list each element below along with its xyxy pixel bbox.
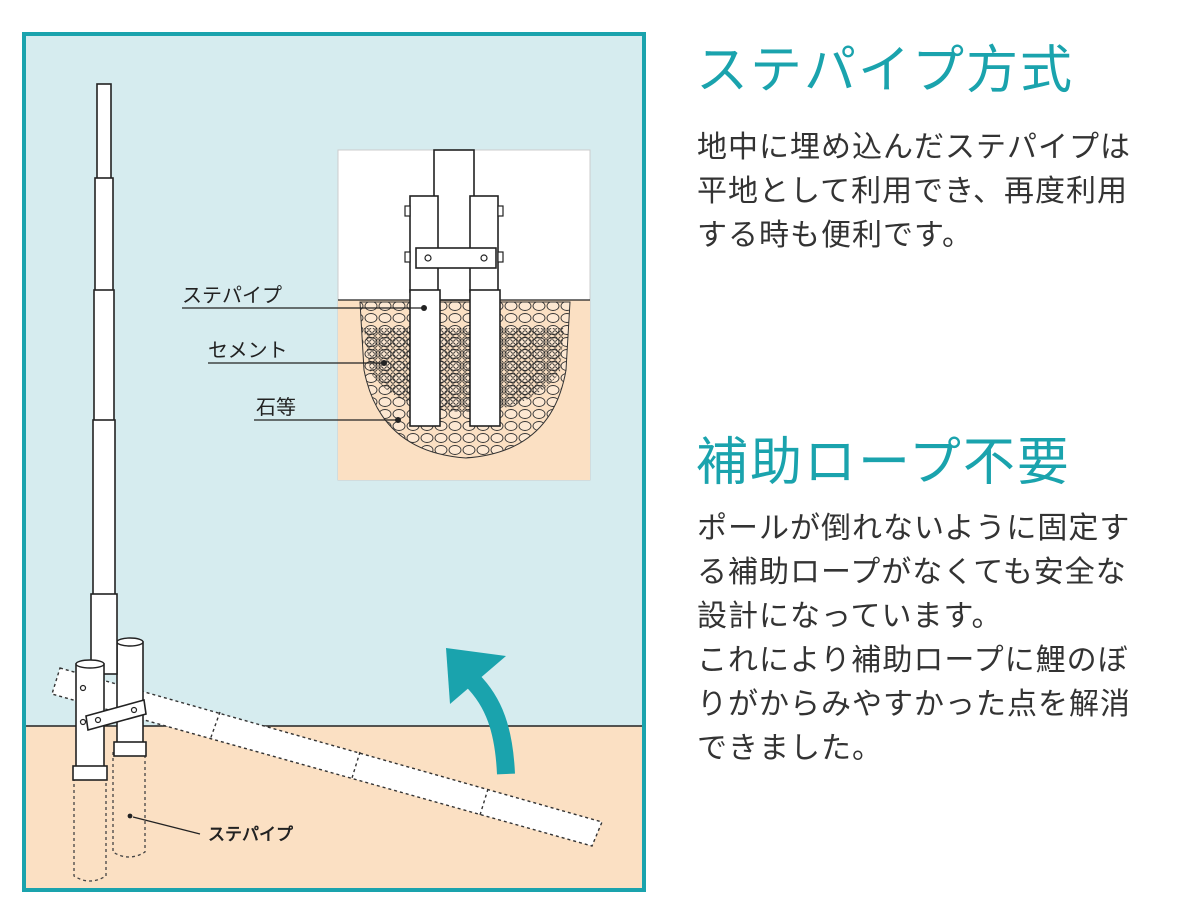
body-line: できました。: [697, 731, 883, 766]
body-line: りがからみやすかった点を解消: [697, 687, 1131, 722]
curved-up-arrow-icon: [446, 648, 515, 775]
ground-pipe-label: ステパイプ: [208, 824, 294, 845]
section-heading-no-rope: 補助ロープ不要: [696, 433, 1071, 493]
inset-cross-section: [337, 149, 591, 481]
label-stones: 石等: [256, 395, 296, 419]
telescopic-pole: [90, 83, 118, 675]
ground-callout: ステパイプ: [127, 813, 294, 845]
body-line: これにより補助ロープに鯉のぼ: [697, 643, 1129, 678]
label-cement: セメント: [208, 338, 288, 362]
body-line: ポールが倒れないように固定す: [697, 511, 1131, 546]
body-line: 平地として利用でき、再度利用: [697, 174, 1128, 209]
body-line: する時も便利です。: [697, 218, 973, 253]
body-line: 設計になっています。: [697, 599, 1003, 634]
inset-callouts: ステパイプ セメント 石等: [182, 283, 427, 423]
body-line: 地中に埋め込んだステパイプは: [697, 130, 1131, 165]
installation-diagram: ステパイプ ステパイプ セメント 石等: [22, 32, 646, 892]
buried-pipes: [73, 752, 146, 882]
body-line: る補助ロープがなくても安全な: [697, 555, 1127, 590]
label-stepipe: ステパイプ: [182, 283, 282, 307]
section-heading-stepipe-method: ステパイプ方式: [696, 41, 1075, 101]
folded-pole: [51, 667, 603, 847]
right-stake-pipe: [113, 637, 147, 757]
connecting-bracket: [85, 698, 147, 732]
diagram-frame: [22, 32, 646, 892]
section-body-no-rope: ポールが倒れないように固定す る補助ロープがなくても安全な 設計になっています。…: [697, 507, 1177, 771]
section-body-stepipe-method: 地中に埋め込んだステパイプは 平地として利用でき、再度利用 する時も便利です。: [697, 126, 1177, 258]
